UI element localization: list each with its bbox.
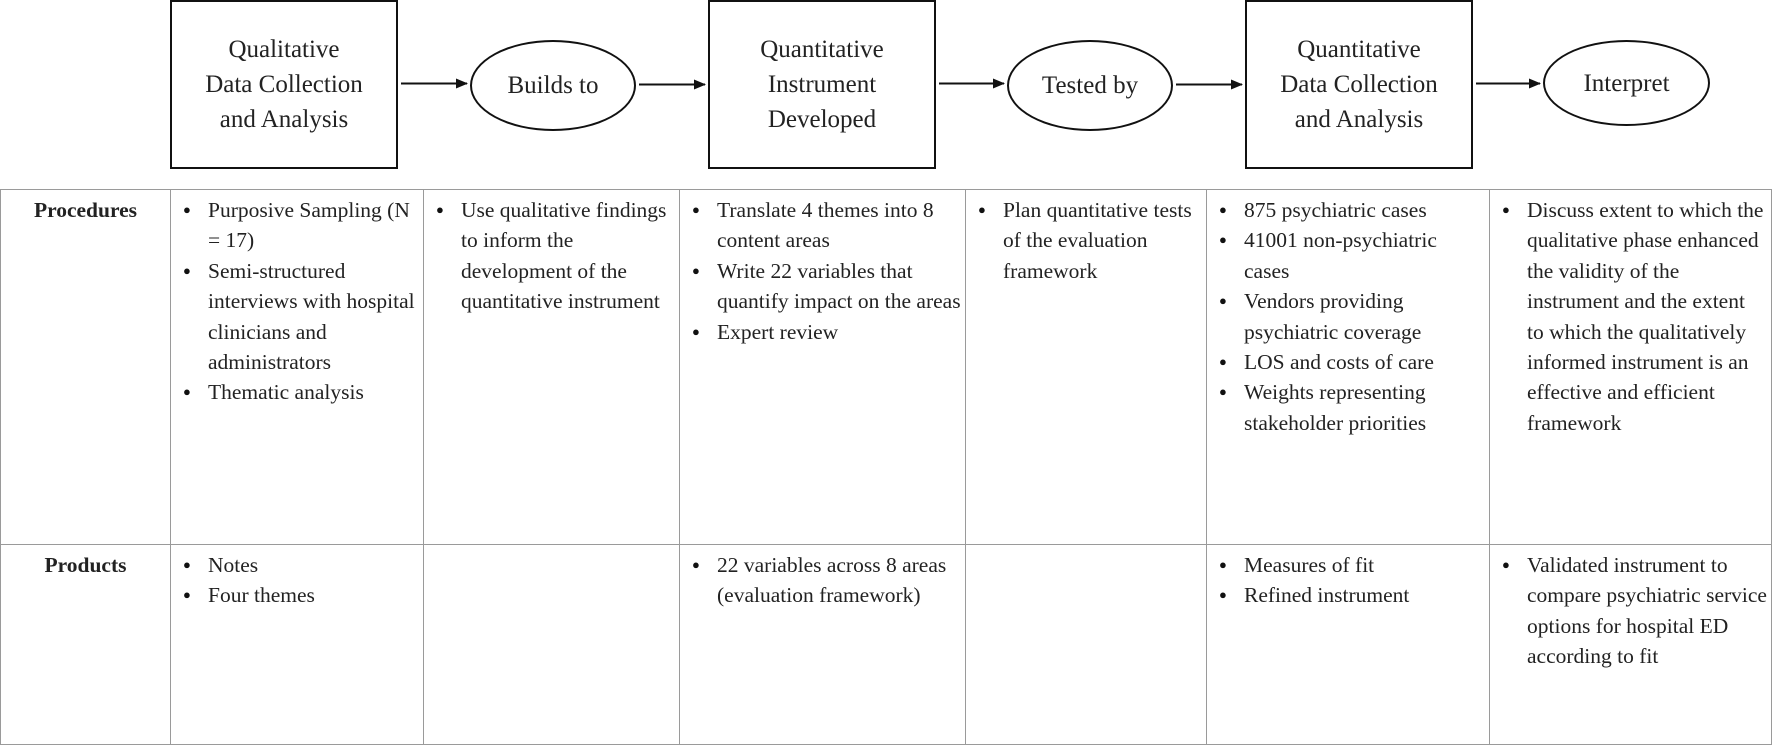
table-cell: Validated instrument to compare psychiat… — [1489, 544, 1772, 745]
bullet-list: Discuss extent to which the qualitative … — [1490, 190, 1771, 438]
bullet-item: LOS and costs of care — [1207, 347, 1485, 378]
table-cell — [423, 544, 680, 745]
bullet-item: Thematic analysis — [171, 377, 419, 408]
table-cell: Use qualitative findings to inform the d… — [423, 189, 680, 545]
table-cell: Translate 4 themes into 8 content areasW… — [679, 189, 966, 545]
bullet-item: Purposive Sampling (N = 17) — [171, 195, 419, 256]
table-cell — [965, 544, 1207, 745]
bullet-item: Write 22 variables that quantify impact … — [680, 256, 961, 317]
node-label: Quantitative Data Collection and Analysi… — [1280, 36, 1438, 133]
bullet-item: 41001 non-psychiatric cases — [1207, 225, 1485, 286]
bullet-list: Use qualitative findings to inform the d… — [424, 190, 679, 317]
bullet-list: Translate 4 themes into 8 content areasW… — [680, 190, 965, 347]
bullet-item: Four themes — [171, 580, 419, 611]
bullet-item: Expert review — [680, 317, 961, 348]
node-interpret: Interpret — [1543, 40, 1710, 126]
bullet-item: 22 variables across 8 areas (evaluation … — [680, 550, 961, 611]
node-label: Quantitative Instrument Developed — [760, 36, 884, 133]
bullet-item: Discuss extent to which the qualitative … — [1490, 195, 1767, 438]
node-quantitative-instrument-developed: Quantitative Instrument Developed — [708, 0, 936, 169]
row-header-products: Products — [0, 544, 171, 745]
bullet-list: 22 variables across 8 areas (evaluation … — [680, 545, 965, 611]
bullet-item: Weights representing stakeholder priorit… — [1207, 377, 1485, 438]
bullet-list: Plan quantitative tests of the evaluatio… — [966, 190, 1206, 286]
node-qualitative-data-collection: Qualitative Data Collection and Analysis — [170, 0, 398, 169]
node-quantitative-data-collection: Quantitative Data Collection and Analysi… — [1245, 0, 1473, 169]
bullet-list — [966, 545, 1206, 550]
bullet-item: 875 psychiatric cases — [1207, 195, 1485, 226]
node-label: Qualitative Data Collection and Analysis — [205, 36, 363, 133]
bullet-item: Translate 4 themes into 8 content areas — [680, 195, 961, 256]
table-cell: NotesFour themes — [170, 544, 424, 745]
table-row-products: Products NotesFour themes 22 variables a… — [0, 544, 1772, 745]
node-tested-by: Tested by — [1007, 40, 1173, 131]
bullet-item: Refined instrument — [1207, 580, 1485, 611]
bullet-list: Measures of fitRefined instrument — [1207, 545, 1489, 611]
flow-diagram: Qualitative Data Collection and Analysis… — [0, 0, 1773, 175]
table-cell: Discuss extent to which the qualitative … — [1489, 189, 1772, 545]
row-header-procedures: Procedures — [0, 189, 171, 545]
bullet-list — [424, 545, 679, 550]
node-label: Tested by — [1041, 72, 1139, 99]
procedures-products-table: Procedures Purposive Sampling (N = 17)Se… — [0, 189, 1772, 745]
table-cell: Measures of fitRefined instrument — [1206, 544, 1490, 745]
node-label: Interpret — [1583, 69, 1670, 97]
bullet-item: Measures of fit — [1207, 550, 1485, 581]
node-label: Builds to — [507, 72, 599, 99]
bullet-item: Plan quantitative tests of the evaluatio… — [966, 195, 1202, 286]
table-cell: Plan quantitative tests of the evaluatio… — [965, 189, 1207, 545]
bullet-item: Notes — [171, 550, 419, 581]
bullet-item: Semi-structured interviews with hospital… — [171, 256, 419, 378]
bullet-item: Use qualitative findings to inform the d… — [424, 195, 675, 317]
bullet-list: Purposive Sampling (N = 17)Semi-structur… — [171, 190, 423, 408]
bullet-list: Validated instrument to compare psychiat… — [1490, 545, 1771, 672]
bullet-list: 875 psychiatric cases41001 non-psychiatr… — [1207, 190, 1489, 438]
table-cell: 875 psychiatric cases41001 non-psychiatr… — [1206, 189, 1490, 545]
table-cell: Purposive Sampling (N = 17)Semi-structur… — [170, 189, 424, 545]
flow-arrows — [401, 78, 1541, 90]
bullet-item: Validated instrument to compare psychiat… — [1490, 550, 1767, 672]
table-cell: 22 variables across 8 areas (evaluation … — [679, 544, 966, 745]
bullet-item: Vendors providing psychiatric coverage — [1207, 286, 1485, 347]
bullet-list: NotesFour themes — [171, 545, 423, 611]
node-builds-to: Builds to — [470, 40, 636, 131]
table-row-procedures: Procedures Purposive Sampling (N = 17)Se… — [0, 189, 1772, 545]
